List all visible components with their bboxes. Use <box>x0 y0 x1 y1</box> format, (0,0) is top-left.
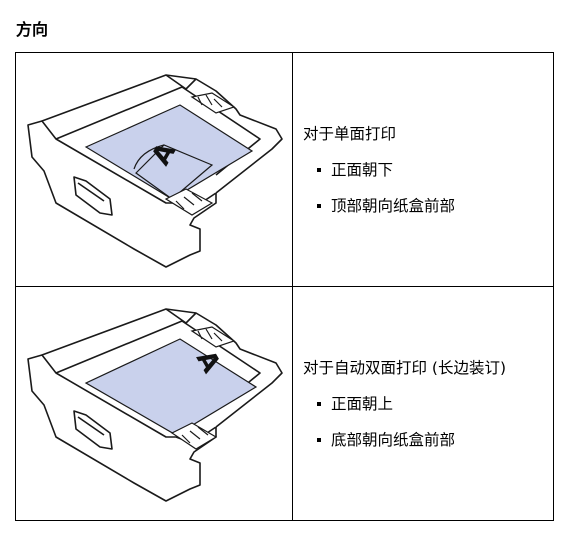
list-item: 底部朝向纸盒前部 <box>317 430 553 450</box>
list-item: 顶部朝向纸盒前部 <box>317 196 553 216</box>
tray-illustration-cell: A <box>15 286 293 521</box>
instruction-cell: 对于单面打印 正面朝下 顶部朝向纸盒前部 <box>292 52 554 287</box>
tray-illustration-cell: A <box>15 52 293 287</box>
instruction-cell: 对于自动双面打印 (长边装订) 正面朝上 底部朝向纸盒前部 <box>292 286 554 521</box>
orientation-table: A 对于单面打印 正面朝下 顶部朝向纸盒前部 <box>15 52 554 521</box>
list-item: 正面朝上 <box>317 394 553 414</box>
table-row: A 对于单面打印 正面朝下 顶部朝向纸盒前部 <box>15 52 554 287</box>
section-heading: 方向 <box>16 20 49 39</box>
instruction-title: 对于自动双面打印 (长边装订) <box>303 358 507 377</box>
instruction-title: 对于单面打印 <box>303 124 397 143</box>
paper-tray-face-up-illustration: A <box>27 308 283 502</box>
paper-sheet <box>84 338 258 436</box>
instruction-list: 正面朝上 底部朝向纸盒前部 <box>303 394 553 450</box>
paper-tray-face-down-illustration: A <box>27 74 283 268</box>
paper-fold-corner <box>135 144 214 200</box>
table-row: A 对于自动双面打印 (长边装订) 正面朝上 底部朝向纸盒前部 <box>15 286 554 521</box>
list-item: 正面朝下 <box>317 160 553 180</box>
instruction-list: 正面朝下 顶部朝向纸盒前部 <box>303 160 553 216</box>
